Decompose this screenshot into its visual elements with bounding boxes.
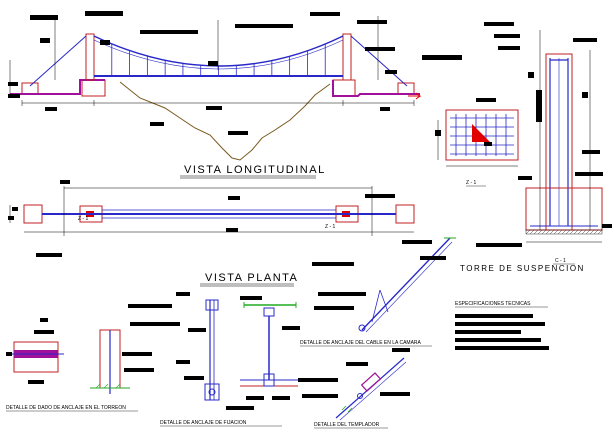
plan-strip: Z - 1 Z - 1 VISTA PLANTA	[8, 180, 415, 287]
left-foundation-line	[10, 79, 105, 95]
hangers	[111, 43, 326, 76]
left-tower	[85, 33, 95, 81]
right-abutment	[332, 79, 356, 97]
z1-grid-detail: Z - 1	[435, 98, 519, 187]
detail-fijacion-label: DETALLE DE ANCLAJE DE FIJACION	[160, 420, 247, 426]
longitudinal-view: VISTA LONGITUDINAL	[8, 11, 462, 179]
left-anchor	[21, 82, 39, 95]
right-backstay	[350, 35, 408, 87]
plan-left-anchor	[23, 204, 43, 224]
z1-detail-label: Z - 1	[466, 180, 476, 186]
plan-right-anchor	[395, 204, 415, 224]
annotation-tags	[8, 11, 462, 135]
detail-cabezal: DETALLE DE ANCLAJE DEL CABLE EN LA CAMAR…	[300, 237, 456, 347]
detail-tee	[240, 296, 300, 400]
z1-right-label: Z - 1	[325, 224, 335, 230]
technical-specs: ESPECIFICACIONES TECNICAS	[455, 301, 549, 350]
detail-dado-label: DETALLE DE DADO DE ANCLAJE EN EL TORREON	[6, 405, 126, 411]
suspension-tower: C - 1 TORRE DE SUSPENCION	[460, 22, 612, 273]
tower-footing	[525, 187, 603, 231]
left-abutment	[81, 79, 106, 97]
c1-label: C - 1	[555, 258, 566, 264]
right-foundation-line	[332, 80, 420, 97]
ground-profile	[119, 81, 331, 161]
left-backstay	[29, 35, 87, 87]
detail-dado: DETALLE DE DADO DE ANCLAJE EN EL TORREON	[6, 304, 180, 412]
main-cable	[93, 35, 344, 67]
plan-title: VISTA PLANTA	[205, 272, 298, 284]
specs-title: ESPECIFICACIONES TECNICAS	[455, 301, 531, 307]
detail-cabezal-label: DETALLE DE ANCLAJE DEL CABLE EN LA CAMAR…	[300, 340, 422, 346]
detail-fijacion: DETALLE DE ANCLAJE DE FIJACION	[160, 292, 282, 427]
tower-title: TORRE DE SUSPENCION	[460, 264, 585, 273]
main-cable-lower	[93, 39, 344, 70]
longitudinal-title: VISTA LONGITUDINAL	[184, 164, 326, 176]
detail-templador-label: DETALLE DEL TEMPLADOR	[314, 422, 380, 428]
z1-left-label: Z - 1	[78, 216, 88, 222]
detail-templador: DETALLE DEL TEMPLADOR	[298, 348, 410, 429]
right-tower	[342, 33, 352, 81]
